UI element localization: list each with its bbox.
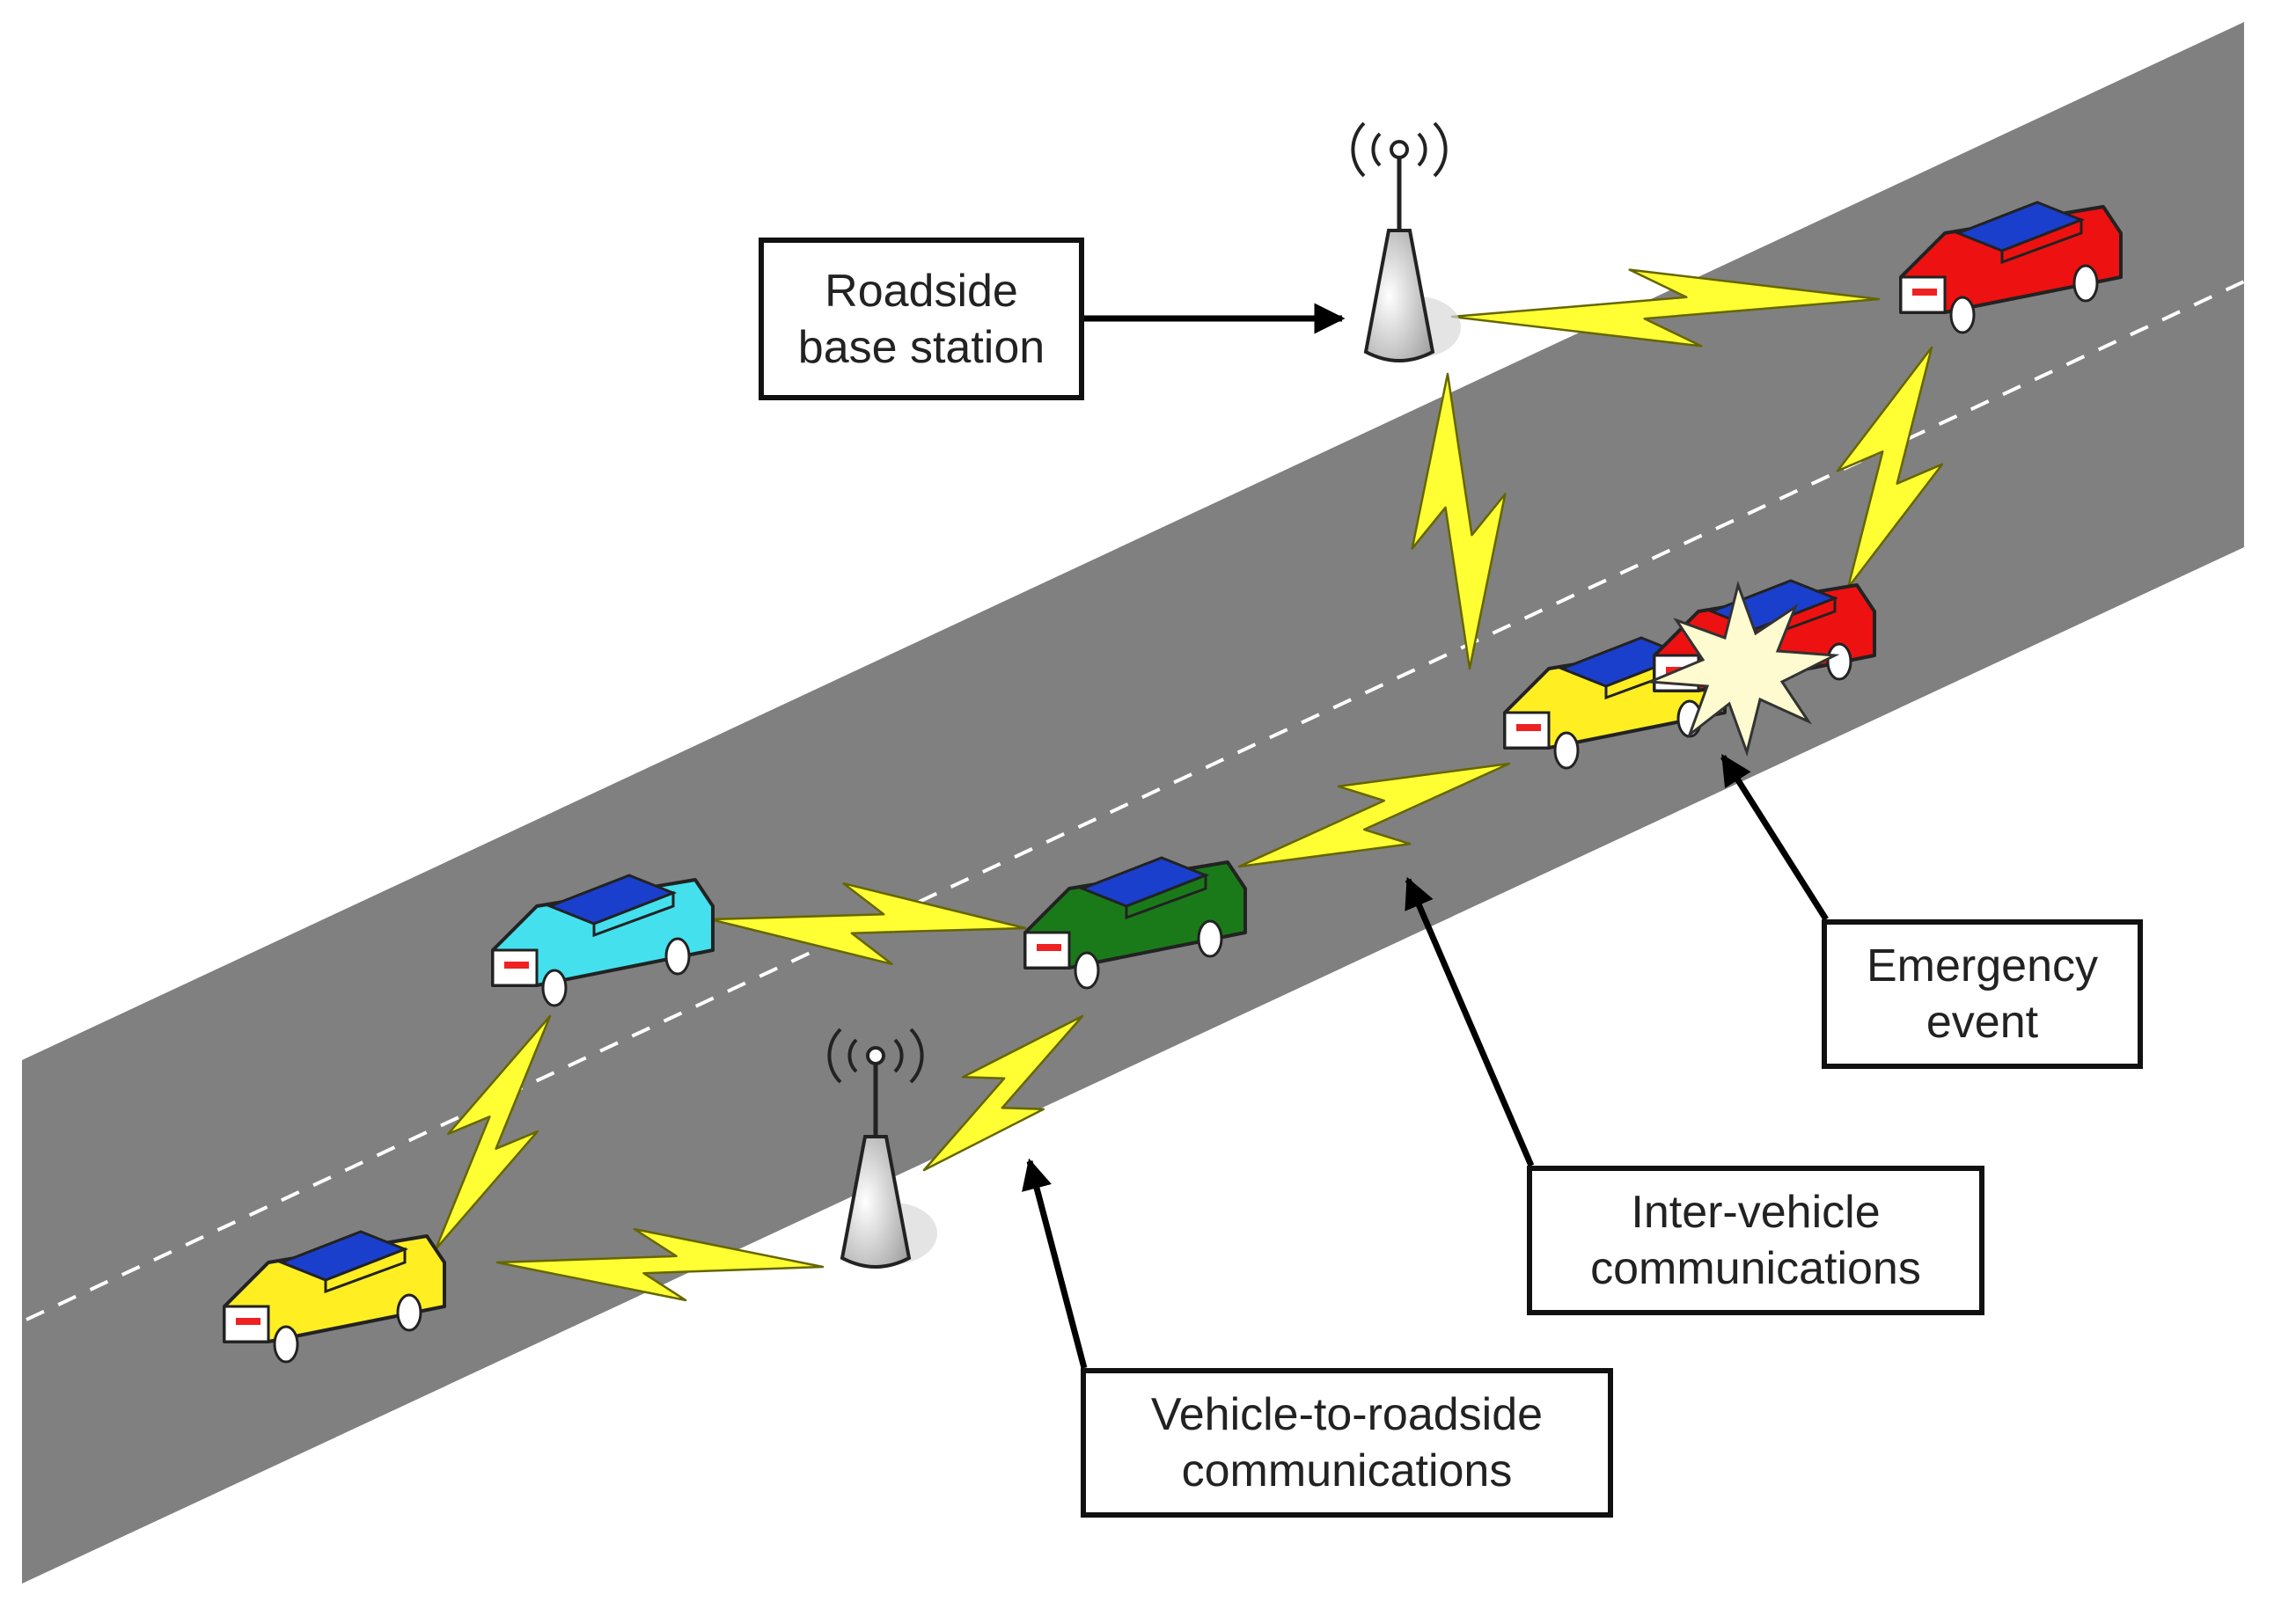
lightning-link-icon xyxy=(1411,372,1507,670)
inter-vehicle-label: Inter-vehicle communications xyxy=(1527,1166,1984,1315)
roadside-base-station-label: Roadside base station xyxy=(759,238,1084,400)
antenna-tower-icon xyxy=(1351,121,1461,362)
arrow-emergency-event xyxy=(1720,754,1829,921)
car-icon xyxy=(1899,201,2123,334)
lightning-link-icon xyxy=(922,1014,1084,1172)
label-line-1: Inter-vehicle xyxy=(1631,1187,1881,1238)
label-line-2: communications xyxy=(1590,1243,1921,1294)
label-line-1: Roadside xyxy=(825,265,1018,317)
label-line-2: event xyxy=(1926,997,2039,1048)
roadside-base-station-top xyxy=(1351,121,1461,362)
lightning-link-icon xyxy=(1450,268,1881,348)
collision-flash-icon xyxy=(1649,580,1840,757)
car-icon xyxy=(1023,856,1247,990)
road xyxy=(22,22,2244,1584)
label-line-2: communications xyxy=(1181,1445,1513,1496)
lightning-link-icon xyxy=(1237,762,1511,868)
roadside-base-station-bottom xyxy=(827,1028,937,1269)
antenna-tower-icon xyxy=(827,1028,937,1269)
lightning-link-icon xyxy=(495,1227,825,1302)
label-line-1: Emergency xyxy=(1867,940,2098,991)
emergency-event-label: Emergency event xyxy=(1822,919,2143,1069)
label-line-2: base station xyxy=(797,321,1045,373)
wireless-links xyxy=(434,268,1944,1302)
lightning-link-icon xyxy=(708,882,1027,966)
arrow-vehicle-to-roadside xyxy=(1022,1158,1088,1369)
car-icon xyxy=(491,874,715,1007)
label-line-1: Vehicle-to-roadside xyxy=(1150,1389,1544,1440)
arrow-inter-vehicle xyxy=(1405,876,1535,1167)
car-icon xyxy=(223,1230,446,1364)
vehicle-to-roadside-label: Vehicle-to-roadside communications xyxy=(1081,1368,1613,1518)
